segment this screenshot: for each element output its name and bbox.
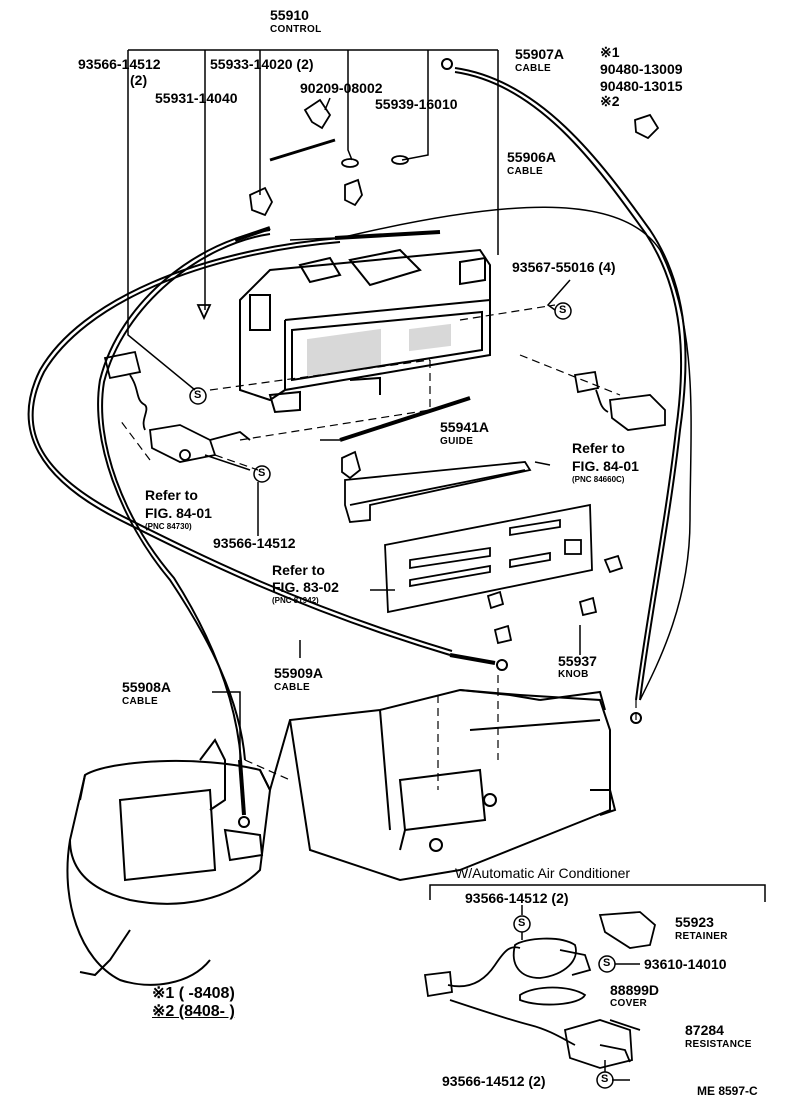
label-55923: 55923 <box>675 914 714 930</box>
label-ref-right-1: Refer to <box>572 440 625 456</box>
screw-mark: S <box>518 917 526 929</box>
small-parts <box>196 98 660 480</box>
label-55907a: 55907A <box>515 46 565 62</box>
label-55906a-name: CABLE <box>507 166 543 177</box>
cables <box>27 58 692 828</box>
leader-lines <box>127 49 581 760</box>
label-55907a-name: CABLE <box>515 63 551 74</box>
label-ref-left-1: Refer to <box>145 487 198 503</box>
label-55933: 55933-14020 (2) <box>210 56 314 72</box>
screw-mark: S <box>194 389 202 401</box>
label-control-pn: 55910 <box>270 7 309 23</box>
label-55939: 55939-16010 <box>375 96 458 112</box>
label-55937-name: KNOB <box>558 669 589 680</box>
label-55908a-name: CABLE <box>122 696 158 707</box>
diagram-code: ME 8597-C <box>697 1084 758 1098</box>
label-note1-mark: ※1 <box>600 44 620 60</box>
legend-line-1: ※1 ( -8408) <box>152 985 235 1002</box>
label-93610: 93610-14010 <box>644 956 727 972</box>
legend-line-2: ※2 (8408- ) <box>152 1003 235 1020</box>
screw-mark: S <box>559 304 567 316</box>
heater-unit <box>66 688 617 986</box>
label-87284: 87284 <box>685 1022 724 1038</box>
label-55909a: 55909A <box>274 665 324 681</box>
label-93566-top: 93566-14512 <box>78 56 161 72</box>
knobs <box>486 554 624 645</box>
label-93566-bottom: 93566-14512 (2) <box>442 1073 546 1089</box>
control-unit <box>239 248 491 414</box>
guide-part <box>344 461 532 523</box>
label-55941a: 55941A <box>440 419 490 435</box>
label-55941a-name: GUIDE <box>440 436 474 447</box>
label-ref-left-2: FIG. 84-01 <box>145 505 212 521</box>
label-93567: 93567-55016 (4) <box>512 259 616 275</box>
screw-mark: S <box>601 1073 609 1085</box>
label-55906a: 55906A <box>507 149 557 165</box>
auto-ac-parts <box>423 911 657 1069</box>
label-55909a-name: CABLE <box>274 682 310 693</box>
right-sensor <box>573 370 666 431</box>
label-ref-mid-1: Refer to <box>272 562 325 578</box>
label-93566-ac: 93566-14512 (2) <box>465 890 569 906</box>
screw-mark: S <box>258 467 266 479</box>
label-88899d: 88899D <box>610 982 660 998</box>
auto-ac-inset <box>429 884 766 1081</box>
screw-mark: S <box>603 957 611 969</box>
label-control-name: CONTROL <box>270 24 322 35</box>
label-55937: 55937 <box>558 653 597 669</box>
label-ref-mid-2: FIG. 83-02 <box>272 579 339 595</box>
label-55908a: 55908A <box>122 679 172 695</box>
label-88899d-name: COVER <box>610 998 648 1009</box>
label-ref-right-pnc: (PNC 84660C) <box>572 475 625 484</box>
face-panel <box>384 503 593 614</box>
label-ref-mid-pnc: (PNC 81942) <box>272 596 319 605</box>
label-93566-mid: 93566-14512 <box>213 535 296 551</box>
label-90480-b: 90480-13015 <box>600 78 683 94</box>
label-55923-name: RETAINER <box>675 931 728 942</box>
label-87284-name: RESISTANCE <box>685 1039 752 1050</box>
label-90209: 90209-08002 <box>300 80 383 96</box>
label-ref-right-2: FIG. 84-01 <box>572 458 639 474</box>
left-sensor <box>103 350 251 463</box>
label-55931: 55931-14040 <box>155 90 238 106</box>
label-93566-top-qty: (2) <box>130 72 148 88</box>
label-note2-mark: ※2 <box>600 93 620 109</box>
label-ref-left-pnc: (PNC 84730) <box>145 522 192 531</box>
label-auto-ac-title: W/Automatic Air Conditioner <box>455 865 631 881</box>
label-90480-a: 90480-13009 <box>600 61 683 77</box>
